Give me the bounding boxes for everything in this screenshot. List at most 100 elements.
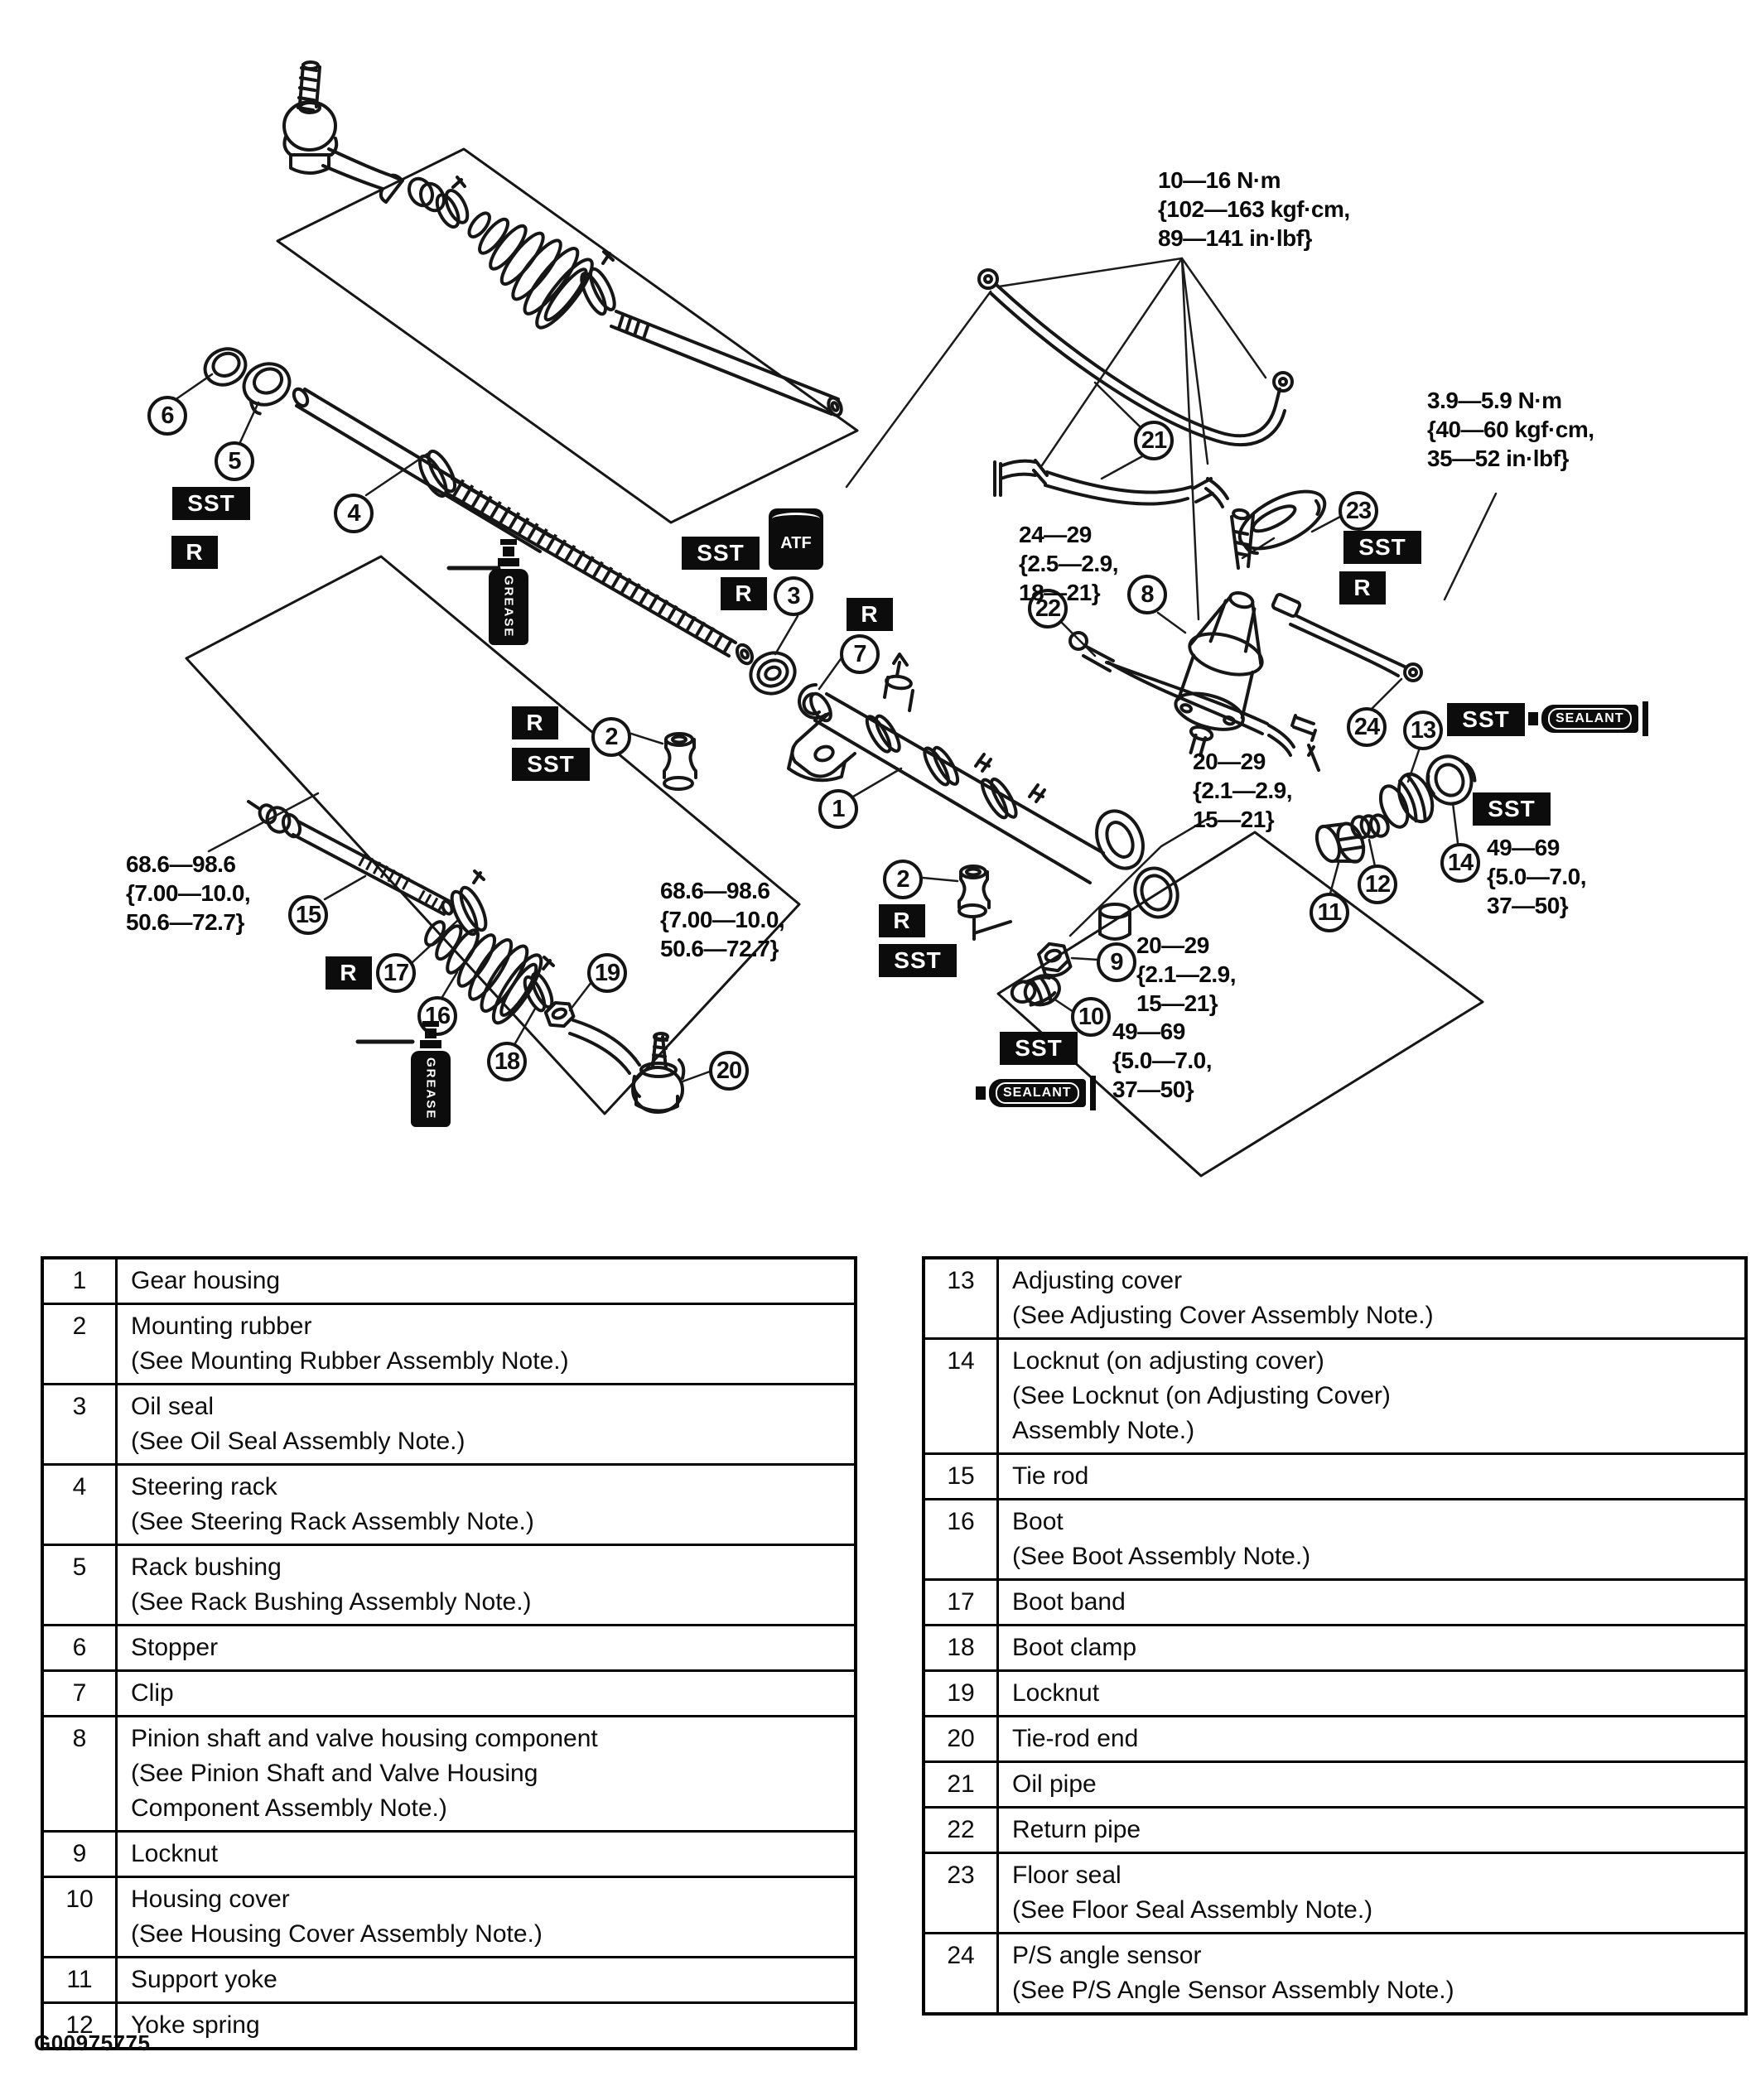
sst-flag: SST — [512, 748, 590, 781]
exploded-diagram-art — [176, 60, 1498, 1178]
torque-spec: 68.6—98.6{7.00—10.0,50.6—72.7} — [660, 878, 785, 961]
part-number: 14 — [925, 1340, 999, 1452]
part-name: Gear housing — [131, 1267, 281, 1294]
r-flag: R — [512, 706, 558, 739]
callout-20: 20 — [709, 1051, 749, 1091]
part-name: Clip — [131, 1679, 174, 1707]
callout-8: 8 — [1127, 575, 1167, 614]
part-name: Support yoke — [131, 1966, 277, 1993]
sst-flag: SST — [879, 944, 957, 977]
r-flag: R — [879, 904, 925, 937]
callout-10: 10 — [1071, 997, 1111, 1037]
part-name: Tie rod — [1012, 1462, 1089, 1490]
callout-6: 6 — [147, 396, 187, 436]
sst-flag: SST — [1447, 703, 1525, 736]
callout-23: 23 — [1339, 491, 1378, 531]
part-number: 19 — [925, 1672, 999, 1715]
callout-7: 7 — [840, 634, 880, 674]
callout-21: 21 — [1134, 421, 1174, 460]
torque-spec: 49—69{5.0—7.0,37—50} — [1112, 1019, 1213, 1102]
callout-2: 2 — [883, 860, 923, 899]
callout-12: 12 — [1358, 865, 1397, 904]
sst-flag: SST — [172, 487, 250, 520]
part-number: 12 — [44, 2004, 118, 2047]
part-name: Pinion shaft and valve housing component… — [131, 1725, 598, 1822]
part-name: Boot(See Boot Assembly Note.) — [1012, 1508, 1311, 1570]
table-row: 7 Clip — [44, 1669, 854, 1715]
callout-19: 19 — [587, 953, 627, 993]
torque-spec: 49—69{5.0—7.0,37—50} — [1487, 835, 1587, 918]
callout-17: 17 — [376, 953, 416, 993]
part-number: 7 — [44, 1672, 118, 1715]
part-name: Oil pipe — [1012, 1770, 1097, 1798]
callout-22: 22 — [1028, 589, 1068, 629]
part-name: P/S angle sensor(See P/S Angle Sensor As… — [1012, 1942, 1454, 2004]
part-name: Locknut — [1012, 1679, 1100, 1707]
torque-spec: 24—29{2.5—2.9,18—21} — [1019, 522, 1119, 605]
part-number: 5 — [44, 1546, 118, 1624]
callout-24: 24 — [1347, 707, 1387, 747]
part-number: 20 — [925, 1717, 999, 1760]
figure-code: G00975775 — [34, 2030, 151, 2055]
part-name: Boot band — [1012, 1588, 1126, 1616]
part-number: 8 — [44, 1717, 118, 1830]
grease-can: GREASE — [406, 1021, 456, 1127]
torque-spec: 20—29{2.1—2.9,15—21} — [1193, 749, 1293, 832]
callout-14: 14 — [1440, 843, 1480, 883]
grease-nozzle — [500, 539, 517, 556]
part-name: Housing cover(See Housing Cover Assembly… — [131, 1886, 543, 1948]
r-flag: R — [1339, 571, 1386, 604]
part-name: Rack bushing(See Rack Bushing Assembly N… — [131, 1553, 532, 1616]
part-number: 9 — [44, 1833, 118, 1876]
part-name: Tie-rod end — [1012, 1725, 1139, 1752]
sst-flag: SST — [1473, 792, 1551, 826]
grease-can: GREASE — [484, 539, 533, 645]
sst-flag: SST — [682, 537, 760, 570]
part-number: 23 — [925, 1854, 999, 1932]
callout-15: 15 — [288, 895, 328, 935]
r-flag: R — [326, 956, 372, 990]
part-number: 4 — [44, 1466, 118, 1544]
callout-3: 3 — [774, 576, 813, 616]
part-name: Adjusting cover(See Adjusting Cover Asse… — [1012, 1267, 1434, 1329]
part-number: 17 — [925, 1581, 999, 1624]
part-name: Boot clamp — [1012, 1634, 1137, 1661]
callout-9: 9 — [1097, 942, 1136, 982]
part-number: 21 — [925, 1763, 999, 1806]
part-name: Floor seal(See Floor Seal Assembly Note.… — [1012, 1862, 1373, 1924]
callout-2: 2 — [591, 717, 631, 757]
table-row: 20 Tie-rod end — [925, 1715, 1744, 1760]
part-number: 13 — [925, 1260, 999, 1337]
grease-cap — [498, 558, 519, 566]
sealant-tube: SEALANT — [1528, 701, 1648, 737]
callout-13: 13 — [1403, 710, 1443, 750]
part-name: Stopper — [131, 1634, 219, 1661]
grease-cap — [420, 1040, 441, 1048]
part-number: 10 — [44, 1878, 118, 1956]
callout-11: 11 — [1310, 893, 1349, 932]
table-row: 19 Locknut — [925, 1669, 1744, 1715]
sst-flag: SST — [1343, 531, 1421, 564]
sst-flag: SST — [1000, 1032, 1078, 1065]
part-number: 22 — [925, 1809, 999, 1852]
part-number: 2 — [44, 1305, 118, 1383]
atf-can: ATF — [769, 508, 823, 570]
torque-spec: 3.9—5.9 N·m{40—60 kgf·cm,35—52 in·lbf} — [1427, 388, 1594, 471]
